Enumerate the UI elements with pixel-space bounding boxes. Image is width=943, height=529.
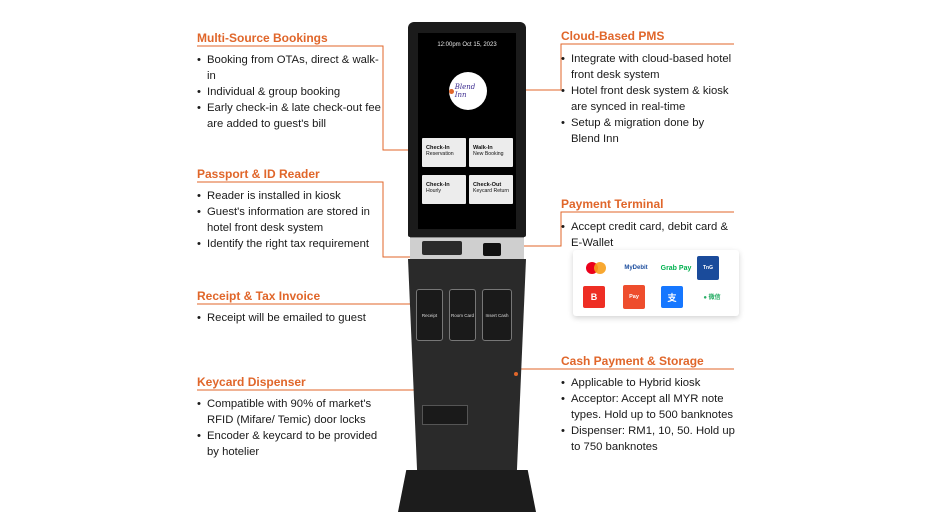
kiosk-button-sub: New Booking [473, 151, 504, 157]
list-item: Acceptor: Accept all MYR note types. Hol… [561, 391, 746, 423]
list-item: Hotel front desk system & kiosk are sync… [561, 83, 736, 115]
kiosk-base [398, 470, 536, 512]
list-item: Dispenser: RM1, 10, 50. Hold up to 750 b… [561, 423, 746, 455]
list-item: Applicable to Hybrid kiosk [561, 375, 746, 391]
callout-cloud-pms: Cloud-Based PMS Integrate with cloud-bas… [561, 29, 736, 147]
callout-title: Receipt & Tax Invoice [197, 289, 321, 303]
wechatpay-icon: ● 微信 [703, 294, 721, 301]
mastercard-icon [579, 258, 613, 278]
callout-multi-source: Multi-Source Bookings Booking from OTAs,… [197, 31, 382, 132]
list-item: Integrate with cloud-based hotel front d… [561, 51, 736, 83]
list-item: Encoder & keycard to be provided by hote… [197, 428, 387, 460]
status-led [514, 372, 518, 376]
kiosk-button-title: Check-Out [473, 182, 502, 188]
callout-title: Payment Terminal [561, 197, 664, 211]
kiosk-button-title: Check-In [426, 182, 450, 188]
shopeepay-icon: Pay [623, 285, 645, 309]
blend-inn-logo: Blend Inn [449, 72, 487, 110]
dispenser-grill [422, 405, 468, 425]
callout-title: Passport & ID Reader [197, 167, 320, 181]
list-item: Reader is installed in kiosk [197, 188, 382, 204]
callout-title: Cash Payment & Storage [561, 354, 704, 368]
kiosk-button-sub: Keycard Return [473, 188, 510, 194]
logo-dot-icon [449, 88, 454, 94]
boost-icon: B [583, 286, 605, 308]
list-item: Early check-in & late check-out fee are … [197, 100, 382, 132]
alipay-icon: 支 [661, 286, 683, 308]
kiosk-button-title: Walk-In [473, 145, 493, 151]
kiosk-button-checkout[interactable]: Check-Out Keycard Return [469, 175, 513, 204]
kiosk-button-checkin-reservation[interactable]: Check-In Reservation [422, 138, 466, 167]
list-item: Guest's information are stored in hotel … [197, 204, 382, 236]
callout-title: Cloud-Based PMS [561, 29, 665, 43]
callout-passport: Passport & ID Reader Reader is installed… [197, 167, 382, 252]
callout-keycard: Keycard Dispenser Compatible with 90% of… [197, 375, 387, 460]
grabpay-icon: Grab Pay [660, 264, 692, 272]
list-item: Compatible with 90% of market's RFID (Mi… [197, 396, 387, 428]
passport-reader [422, 241, 462, 255]
kiosk-button-sub: Hourly [426, 188, 441, 194]
callout-receipt: Receipt & Tax Invoice Receipt will be em… [197, 289, 387, 326]
payment-logos-panel: MyDebit Grab Pay TnG B Pay 支 ● 微信 [573, 250, 739, 316]
line-multi-source [197, 45, 425, 151]
kiosk-button-sub: Reservation [426, 151, 454, 157]
logo-text: Blend Inn [454, 83, 476, 99]
room-card-bay: Room Card [449, 289, 476, 341]
line-passport [197, 181, 425, 258]
mydebit-icon: MyDebit [624, 265, 648, 271]
list-item: Accept credit card, debit card & E-Walle… [561, 219, 736, 251]
insert-cash-bay: Insert Cash [482, 289, 512, 341]
touchngo-icon: TnG [697, 256, 719, 280]
kiosk-clock: 12:00pm Oct 15, 2023 [437, 42, 497, 48]
mastercard-circles [586, 262, 606, 274]
list-item: Receipt will be emailed to guest [197, 310, 387, 326]
kiosk-button-walkin[interactable]: Walk-In New Booking [469, 138, 513, 167]
receipt-bay: Receipt [416, 289, 443, 341]
kiosk-button-checkin-hourly[interactable]: Check-In Hourly [422, 175, 466, 204]
list-item: Booking from OTAs, direct & walk-in [197, 52, 382, 84]
kiosk-button-title: Check-In [426, 145, 450, 151]
list-item: Individual & group booking [197, 84, 382, 100]
list-item: Setup & migration done by Blend Inn [561, 115, 736, 147]
callout-payment: Payment Terminal Accept credit card, deb… [561, 197, 736, 251]
payment-terminal [483, 243, 501, 256]
callout-title: Multi-Source Bookings [197, 31, 328, 45]
list-item: Identify the right tax requirement [197, 236, 382, 252]
callout-cash: Cash Payment & Storage Applicable to Hyb… [561, 354, 746, 455]
callout-title: Keycard Dispenser [197, 375, 306, 389]
